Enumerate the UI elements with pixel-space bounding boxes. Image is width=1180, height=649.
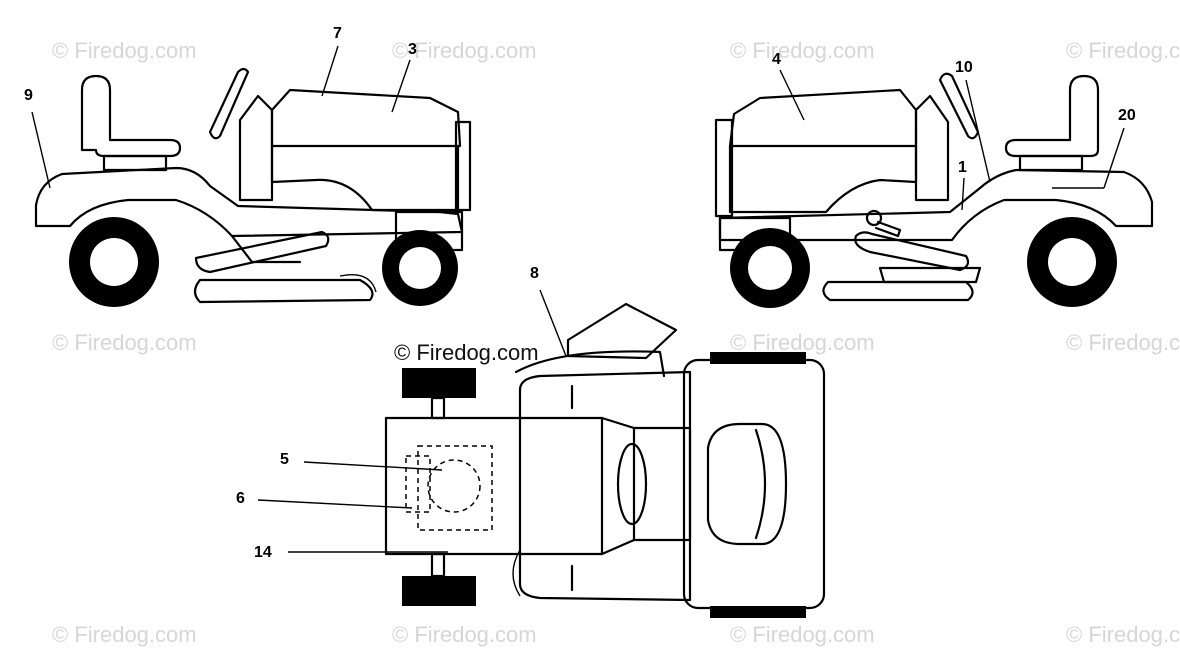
callout-20: 20 [1118,107,1136,124]
fuel-cap-outline [427,459,481,513]
front-wheel-top [710,352,806,364]
leader-line-1 [961,177,965,211]
leader-lines [31,45,1125,553]
axle-stub [430,552,446,578]
callout-3: 3 [408,41,417,58]
top-view: © Firedog.com [384,302,826,618]
rear-body-outline [718,168,1154,242]
watermark-text: © Firedog.com [1066,622,1180,647]
callout-labels: 9 7 3 4 10 20 1 8 5 6 14 [24,25,1136,561]
watermark-text: © Firedog.com [730,38,875,63]
hood-top-view [682,358,826,610]
callout-5: 5 [280,451,289,468]
decal-area-5 [417,445,493,531]
rear-wheel-hub [1048,238,1096,286]
grille [714,118,734,218]
hood-top [270,88,462,148]
watermark-text: © Firedog.com [730,330,875,355]
deck-edge [512,549,521,597]
steering-wheel-inner [754,428,767,540]
grille [454,120,472,212]
leader-line-4 [779,69,805,121]
dash-panel [238,94,274,202]
chute-base [514,350,666,378]
rear-deck-plate [384,416,604,556]
hood-side [728,144,918,214]
leader-line-6 [257,499,413,509]
front-wheel-hub [748,246,792,290]
watermark-text: © Firedog.com [392,622,537,647]
deck-support [878,266,982,284]
watermark-center: © Firedog.com [394,340,539,365]
leader-line-8 [539,289,567,357]
lift-lever-knob [865,209,883,227]
mower-deck [193,278,374,304]
leader-line-5 [303,461,443,471]
deck-chute [339,274,377,293]
footrest [854,231,970,272]
seat-outline [1004,74,1100,158]
watermark-text: © Firedog.com [392,38,537,63]
callout-8: 8 [530,265,539,282]
callout-10: 10 [955,59,973,76]
discharge-chute [566,302,678,360]
callout-6: 6 [236,490,245,507]
front-wheel-hub [399,247,441,289]
steering-column-top [632,426,692,542]
axle-stub [430,396,446,420]
watermark-text: © Firedog.com [52,330,197,355]
leader-line-9 [31,111,51,189]
steering-wheel-top [706,422,788,546]
watermark-text: © Firedog.com [1066,38,1180,63]
rear-wheel-hub [90,238,138,286]
lift-lever [874,220,902,238]
front-wheel-top [710,606,806,618]
seat-neck [600,416,636,556]
seat-base [102,154,168,172]
watermark-text: © Firedog.com [1066,330,1180,355]
seat-base [1018,154,1084,172]
rear-wheel-top [402,576,476,606]
watermark-text: © Firedog.com [52,622,197,647]
seat-outline [80,74,182,158]
callout-7: 7 [333,25,342,42]
watermark-text: © Firedog.com [730,622,875,647]
rear-wheel-top [402,368,476,398]
leader-line-10 [965,79,991,183]
seat-top [616,442,648,526]
watermark-text: © Firedog.com [52,38,197,63]
callout-1: 1 [958,159,967,176]
dash-panel [914,94,950,202]
callout-4: 4 [772,51,781,68]
mower-deck-top [518,370,692,602]
callout-14: 14 [254,544,272,561]
leader-line-7 [321,45,339,97]
watermark-layer: © Firedog.com © Firedog.com © Firedog.co… [52,38,1180,647]
left-side-view [34,67,472,307]
hood-top [728,88,918,148]
callout-9: 9 [24,87,33,104]
hood-side [270,144,460,212]
steering-wheel [208,67,250,140]
mower-deck [822,280,974,302]
leader-line-3 [391,59,411,113]
leader-line-20 [1103,127,1125,189]
footrest [194,230,330,274]
right-side-view [714,72,1154,308]
